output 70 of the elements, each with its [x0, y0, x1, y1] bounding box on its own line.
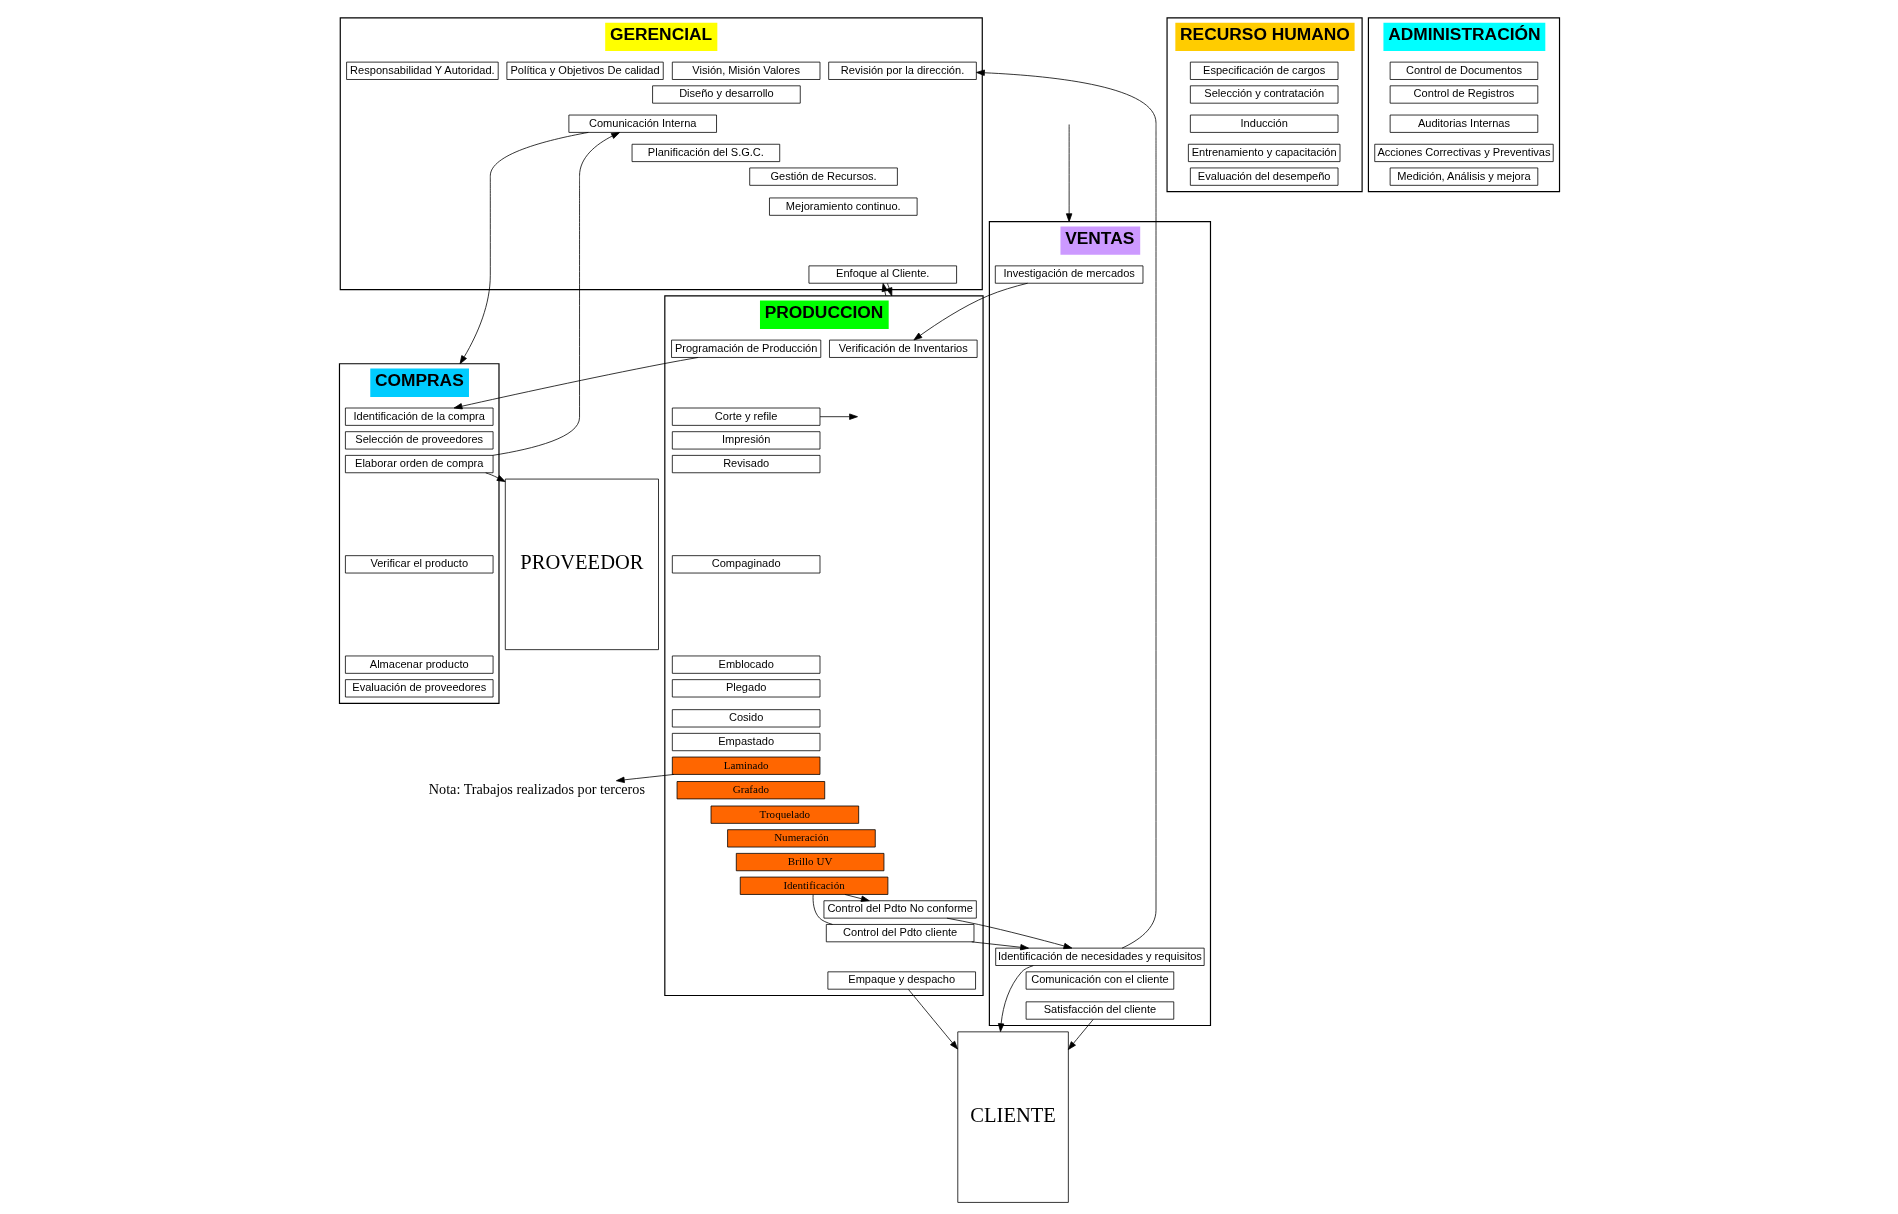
node-box: Cosido	[671, 709, 820, 728]
node-box: Evaluación del desempeño	[1189, 167, 1338, 186]
node-box: Identificación de la compra	[344, 407, 493, 426]
node-box: Laminado	[671, 756, 820, 775]
arrow	[1065, 124, 1072, 223]
node-box: Selección de proveedores	[344, 431, 493, 450]
node-box: Medición, Análisis y mejora	[1389, 167, 1538, 186]
arrow	[819, 413, 858, 420]
node-box: PROVEEDOR	[504, 478, 659, 651]
arrow	[844, 894, 870, 902]
node-box: Numeración	[726, 829, 876, 848]
node-box: Especificación de cargos	[1189, 61, 1338, 80]
node-box: Programación de Producción	[670, 339, 821, 358]
node-box: Visión, Misión Valores	[671, 61, 820, 80]
node-box: Empaque y despacho	[827, 971, 976, 990]
node-box: Troquelado	[710, 805, 859, 824]
node-box: Acciones Correctivas y Preventivas	[1373, 143, 1554, 162]
arrow	[997, 965, 1034, 1032]
node-box: Control de Registros	[1389, 85, 1538, 104]
node-box: Responsabilidad Y Autoridad.	[345, 61, 499, 80]
node-box: Revisado	[671, 455, 820, 474]
node-box: Impresión	[671, 431, 820, 450]
node-box: Identificación	[739, 876, 888, 895]
arrow	[913, 282, 1028, 341]
node-box: Control del Pdto cliente	[825, 924, 974, 943]
node-box: Control de Documentos	[1389, 61, 1538, 80]
node-box: Política y Objetivos De calidad	[506, 61, 664, 80]
arrow	[459, 132, 589, 365]
node-box: Entrenamiento y capacitación	[1187, 143, 1340, 162]
node-box: Grafado	[676, 781, 825, 800]
arrow	[946, 917, 1072, 950]
node-box: Control del Pdto No conforme	[823, 900, 977, 919]
node-box: Verificar el producto	[344, 555, 493, 574]
connector	[812, 894, 833, 925]
node-box: Evaluación de proveedores	[344, 679, 493, 698]
node-box: Mejoramiento continuo.	[768, 197, 917, 216]
node-box: Planificación del S.G.C.	[631, 143, 780, 162]
node-box: Auditorias Internas	[1389, 114, 1538, 133]
arrow	[975, 69, 1156, 949]
node-box: Enfoque al Cliente.	[808, 265, 957, 284]
node-text: Nota: Trabajos realizados por terceros	[428, 780, 645, 797]
node-box: Identificación de necesidades y requisitos	[994, 947, 1205, 966]
node-box: Investigación de mercados	[994, 265, 1143, 284]
node-box: Elaborar orden de compra	[344, 455, 493, 474]
node-box: CLIENTE	[956, 1031, 1069, 1203]
node-box: Compaginado	[671, 555, 820, 574]
node-box: Empastado	[671, 732, 820, 752]
node-box: Diseño y desarrollo	[651, 85, 801, 104]
arrow	[453, 357, 698, 410]
arrow	[885, 283, 892, 297]
arrow	[970, 941, 1029, 951]
node-box: Inducción	[1189, 114, 1338, 133]
arrow	[881, 283, 888, 297]
node-box: Verificación de Inventarios	[828, 339, 978, 358]
node-box: Satisfacción del cliente	[1025, 1001, 1174, 1020]
node-box: Emblocado	[671, 655, 820, 674]
node-box: Brillo UV	[735, 853, 884, 872]
arrow	[484, 472, 505, 482]
arrow	[1067, 1019, 1093, 1050]
node-box: Comunicación Interna	[568, 114, 717, 133]
node-box: Revisión por la dirección.	[827, 61, 977, 80]
node-box: Gestión de Recursos.	[748, 167, 898, 186]
node-box: Selección y contratación	[1189, 85, 1338, 104]
node-box: Plegado	[671, 679, 820, 698]
arrow	[491, 132, 620, 456]
node-box: Almacenar producto	[344, 655, 493, 674]
node-box: Corte y refile	[671, 407, 820, 426]
arrow	[615, 774, 674, 783]
arrow	[907, 988, 958, 1050]
node-box: Comunicación con el cliente	[1025, 971, 1174, 990]
